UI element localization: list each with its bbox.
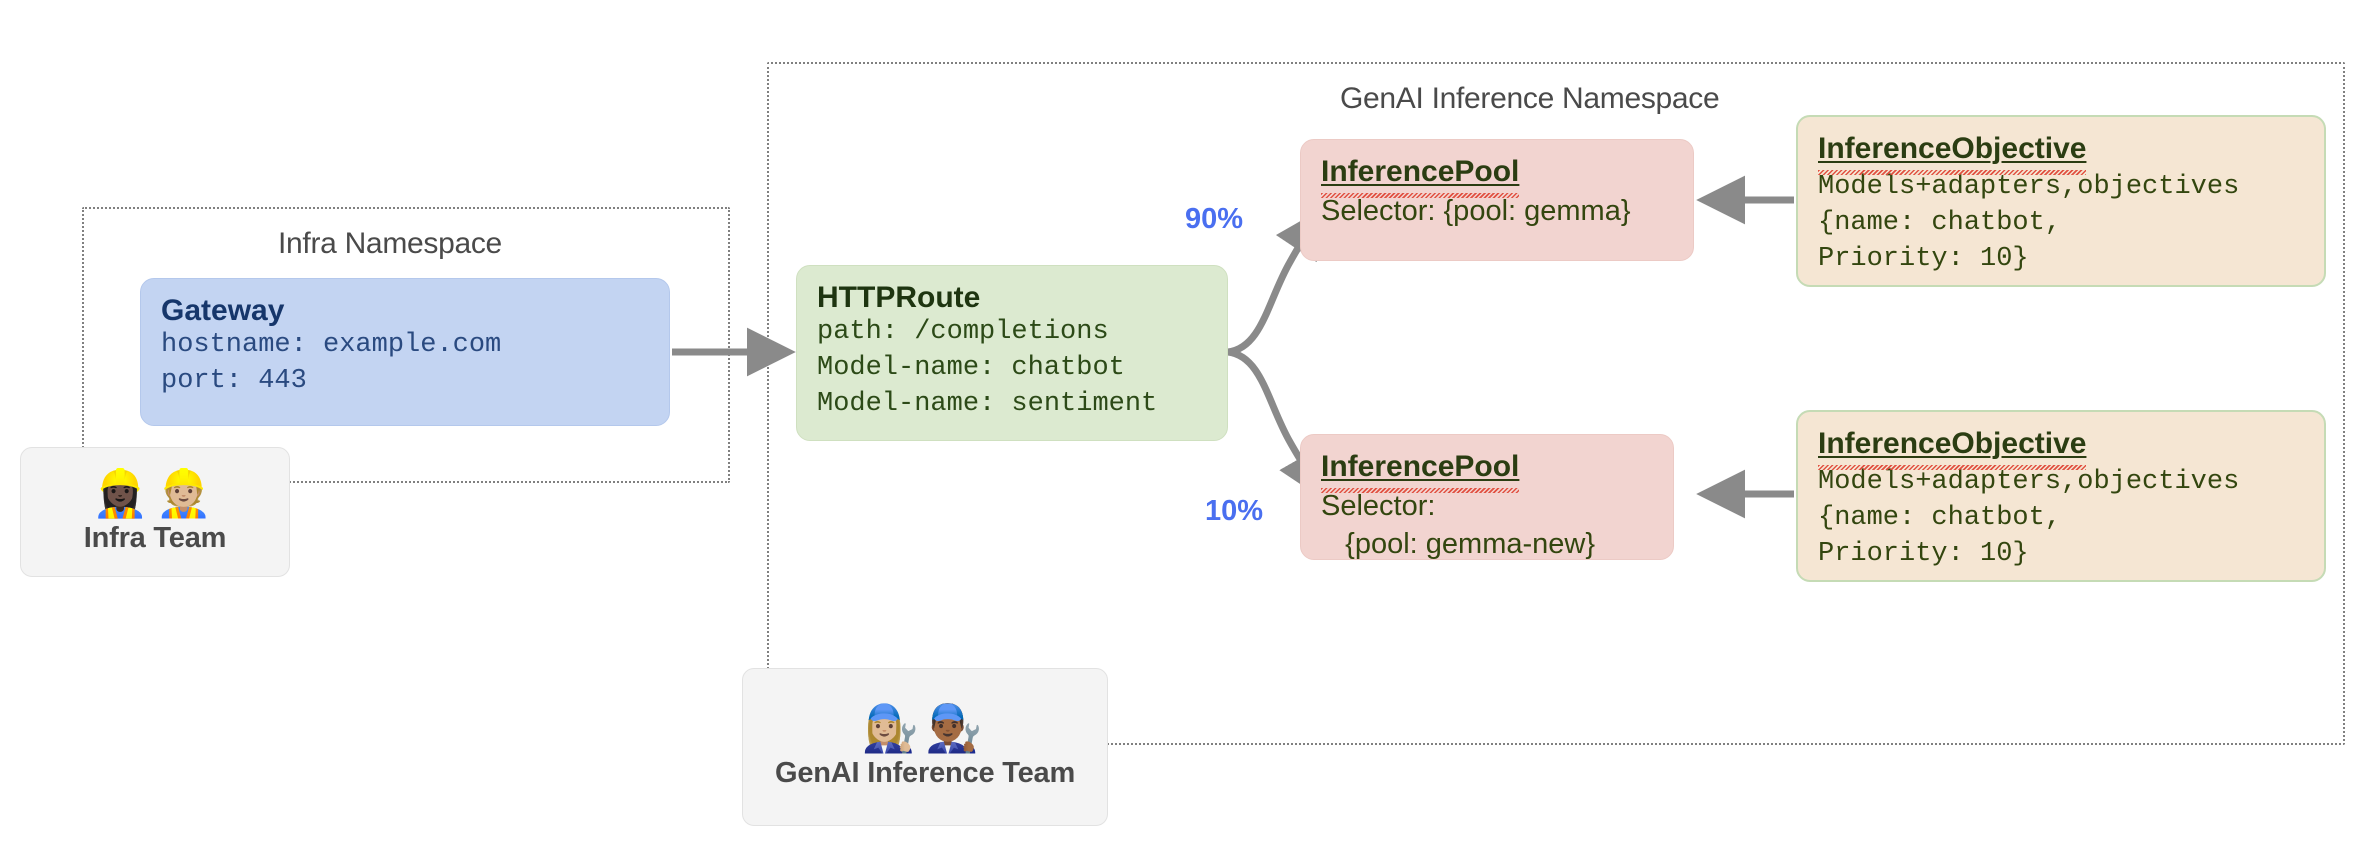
inferencepool-line-0: Selector: (1321, 490, 1436, 523)
genai-namespace-title: GenAI Inference Namespace (1340, 82, 1720, 115)
gateway-card[interactable]: Gateway hostname: example.com port: 443 (140, 278, 670, 426)
inferenceobjective-line-0: Models+adapters,objectives (1818, 467, 2240, 498)
team-card-infra[interactable]: 👷🏿‍♀️👷🏼 Infra Team (20, 447, 290, 577)
httproute-line-1: Model-name: chatbot (817, 353, 1125, 384)
inferenceobjective-title: InferenceObjective (1818, 131, 2306, 176)
weight-label-90: 90% (1185, 203, 1244, 235)
httproute-title: HTTPRoute (817, 281, 981, 314)
httproute-card[interactable]: HTTPRoute path: /completions Model-name:… (796, 265, 1228, 441)
weight-label-10: 10% (1205, 495, 1264, 527)
inferenceobjective-title-text: InferenceObjective (1818, 132, 2087, 176)
inferencepool-title: InferencePool (1321, 449, 1655, 494)
httproute-line-0: path: /completions (817, 317, 1109, 348)
inferenceobjective-line-2: Priority: 10} (1818, 243, 2029, 274)
inferencepool-title-text: InferencePool (1321, 450, 1520, 494)
httproute-line-2: Model-name: sentiment (817, 388, 1158, 419)
inferencepool-title-text: InferencePool (1321, 155, 1520, 199)
inferenceobjective-title: InferenceObjective (1818, 426, 2306, 471)
inferenceobjective-line-0: Models+adapters,objectives (1818, 172, 2240, 203)
genai-team-people-icon: 👩🏼‍🔧👨🏾‍🔧 (861, 701, 989, 754)
inferenceobjective-card-top[interactable]: InferenceObjective Models+adapters,objec… (1796, 115, 2326, 287)
inferencepool-card-gemma[interactable]: InferencePool Selector: {pool: gemma} (1300, 139, 1694, 261)
gateway-line-0: hostname: example.com (161, 330, 502, 361)
infra-team-label: Infra Team (83, 521, 227, 554)
inferencepool-line-0: Selector: {pool: gemma} (1321, 195, 1631, 228)
genai-namespace-boundary (767, 62, 2345, 745)
team-card-genai[interactable]: 👩🏼‍🔧👨🏾‍🔧 GenAI Inference Team (742, 668, 1108, 826)
inferenceobjective-card-bottom[interactable]: InferenceObjective Models+adapters,objec… (1796, 410, 2326, 582)
infra-namespace-title: Infra Namespace (278, 227, 502, 260)
inferencepool-title: InferencePool (1321, 154, 1675, 199)
infra-team-people-icon: 👷🏿‍♀️👷🏼 (91, 466, 219, 519)
genai-team-label: GenAI Inference Team (774, 756, 1076, 789)
inferenceobjective-line-1: {name: chatbot, (1818, 208, 2062, 239)
inferencepool-line-1: {pool: gemma-new} (1321, 527, 1596, 560)
infra-namespace-boundary (82, 207, 730, 483)
inferencepool-card-gemma-new[interactable]: InferencePool Selector: {pool: gemma-new… (1300, 434, 1674, 560)
inferenceobjective-line-1: {name: chatbot, (1818, 503, 2062, 534)
inferenceobjective-title-text: InferenceObjective (1818, 427, 2087, 471)
gateway-title: Gateway (161, 294, 285, 327)
gateway-line-1: port: 443 (161, 366, 307, 397)
inferenceobjective-line-2: Priority: 10} (1818, 538, 2029, 569)
